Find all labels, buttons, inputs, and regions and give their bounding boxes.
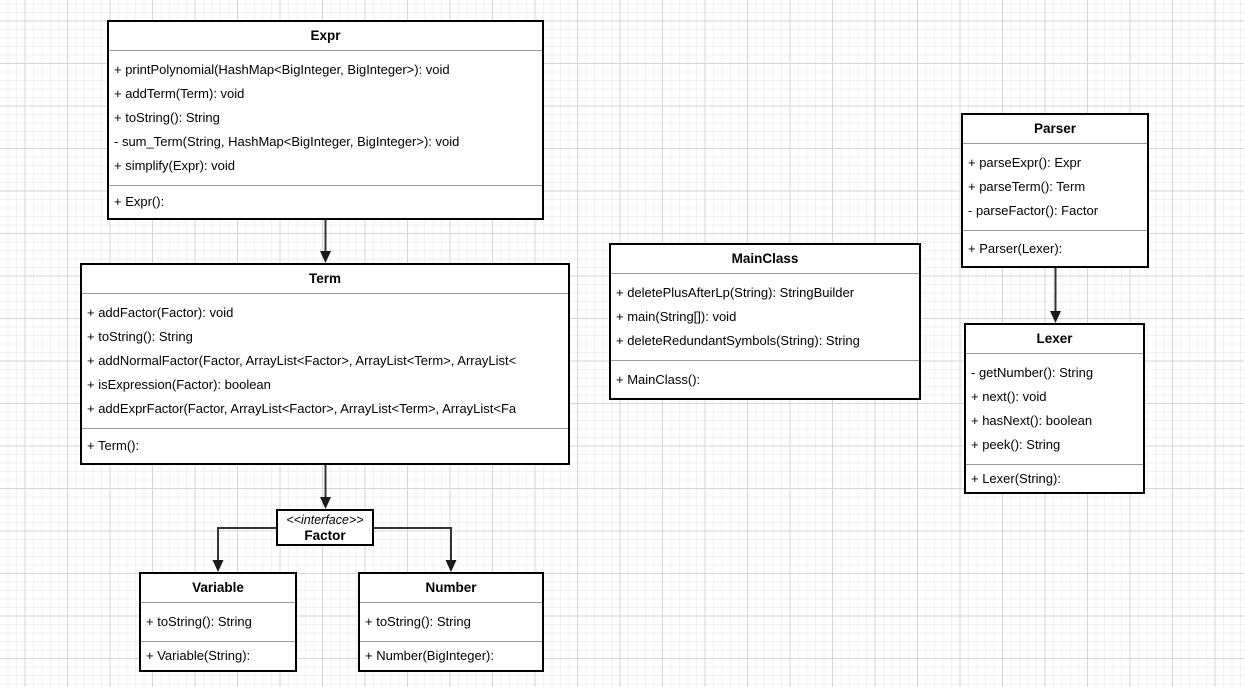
member-line: + printPolynomial(HashMap<BigInteger, Bi… xyxy=(114,62,450,77)
class-box-variable[interactable]: Variable + toString(): String + Variable… xyxy=(139,572,297,672)
constructor-section-variable: + Variable(String): xyxy=(141,642,295,670)
member-line: + deletePlusAfterLp(String): StringBuild… xyxy=(616,285,855,300)
member-line: + Term(): xyxy=(87,438,140,453)
member-line: + deleteRedundantSymbols(String): String xyxy=(616,333,860,348)
member-line: + main(String[]): void xyxy=(616,309,737,324)
member-line: + next(): void xyxy=(971,389,1047,404)
member-line: + toString(): String xyxy=(87,329,193,344)
class-box-number[interactable]: Number + toString(): String + Number(Big… xyxy=(358,572,544,672)
member-line: - sum_Term(String, HashMap<BigInteger, B… xyxy=(114,134,460,149)
member-line: + Parser(Lexer): xyxy=(968,240,1063,256)
class-name-variable: Variable xyxy=(141,574,295,603)
member-line: + hasNext(): boolean xyxy=(971,413,1093,428)
class-name-term: Term xyxy=(82,265,568,294)
methods-section-parser: + parseExpr(): Expr + parseTerm(): Term - … xyxy=(963,144,1147,231)
interface-name-factor: Factor xyxy=(304,527,346,543)
interface-stereotype: <<interface>> xyxy=(286,512,364,527)
member-line: + simplify(Expr): void xyxy=(114,158,235,173)
class-box-parser[interactable]: Parser + parseExpr(): Expr + parseTerm():… xyxy=(961,113,1149,268)
connector-factor-to-variable[interactable] xyxy=(212,527,277,572)
class-name-lexer: Lexer xyxy=(966,325,1143,354)
constructor-section-parser: + Parser(Lexer): xyxy=(963,231,1147,266)
constructor-section-lexer: + Lexer(String): xyxy=(966,465,1143,492)
constructor-section-number: + Number(BigInteger): xyxy=(360,642,542,670)
member-line: + addExprFactor(Factor, ArrayList<Factor… xyxy=(87,401,517,416)
member-line: + parseTerm(): Term xyxy=(968,179,1086,194)
connector-factor-to-number[interactable] xyxy=(374,527,457,572)
member-line: + isExpression(Factor): boolean xyxy=(87,377,271,392)
member-line: + MainClass(): xyxy=(616,371,701,387)
member-line: + Number(BigInteger): xyxy=(365,648,494,663)
methods-section-number: + toString(): String xyxy=(360,603,542,642)
connector-parser-to-lexer[interactable] xyxy=(1050,268,1061,323)
member-line: + toString(): String xyxy=(146,614,252,629)
class-name-expr: Expr xyxy=(109,22,542,51)
constructor-section-expr: + Expr(): xyxy=(109,186,542,218)
class-box-expr[interactable]: Expr + printPolynomial(HashMap<BigIntege… xyxy=(107,20,544,220)
connector-expr-to-term[interactable] xyxy=(320,220,331,263)
member-line: - getNumber(): String xyxy=(971,365,1094,380)
constructor-section-mainclass: + MainClass(): xyxy=(611,361,919,398)
member-line: + addTerm(Term): void xyxy=(114,86,245,101)
member-line: + parseExpr(): Expr xyxy=(968,155,1082,170)
methods-section-term: + addFactor(Factor): void + toString(): S… xyxy=(82,294,568,429)
member-line: - parseFactor(): Factor xyxy=(968,203,1099,218)
methods-section-mainclass: + deletePlusAfterLp(String): StringBuild… xyxy=(611,274,919,361)
class-name-mainclass: MainClass xyxy=(611,245,919,274)
member-line: + toString(): String xyxy=(114,110,220,125)
member-line: + addFactor(Factor): void xyxy=(87,305,234,320)
class-name-number: Number xyxy=(360,574,542,603)
member-line: + peek(): String xyxy=(971,437,1061,452)
class-box-lexer[interactable]: Lexer - getNumber(): String + next(): voi… xyxy=(964,323,1145,494)
class-name-parser: Parser xyxy=(963,115,1147,144)
methods-section-variable: + toString(): String xyxy=(141,603,295,642)
methods-section-expr: + printPolynomial(HashMap<BigInteger, Bi… xyxy=(109,51,542,186)
member-line: + Expr(): xyxy=(114,194,165,209)
member-line: + addNormalFactor(Factor, ArrayList<Fact… xyxy=(87,353,517,368)
connector-term-to-factor[interactable] xyxy=(320,465,331,509)
member-line: + toString(): String xyxy=(365,614,471,629)
member-line: + Lexer(String): xyxy=(971,470,1061,486)
constructor-section-term: + Term(): xyxy=(82,429,568,463)
methods-section-lexer: - getNumber(): String + next(): void + has… xyxy=(966,354,1143,465)
class-box-term[interactable]: Term + addFactor(Factor): void + toString… xyxy=(80,263,570,465)
interface-box-factor[interactable]: <<interface>> Factor xyxy=(276,509,374,546)
class-box-mainclass[interactable]: MainClass + deletePlusAfterLp(String): S… xyxy=(609,243,921,400)
member-line: + Variable(String): xyxy=(146,648,251,663)
